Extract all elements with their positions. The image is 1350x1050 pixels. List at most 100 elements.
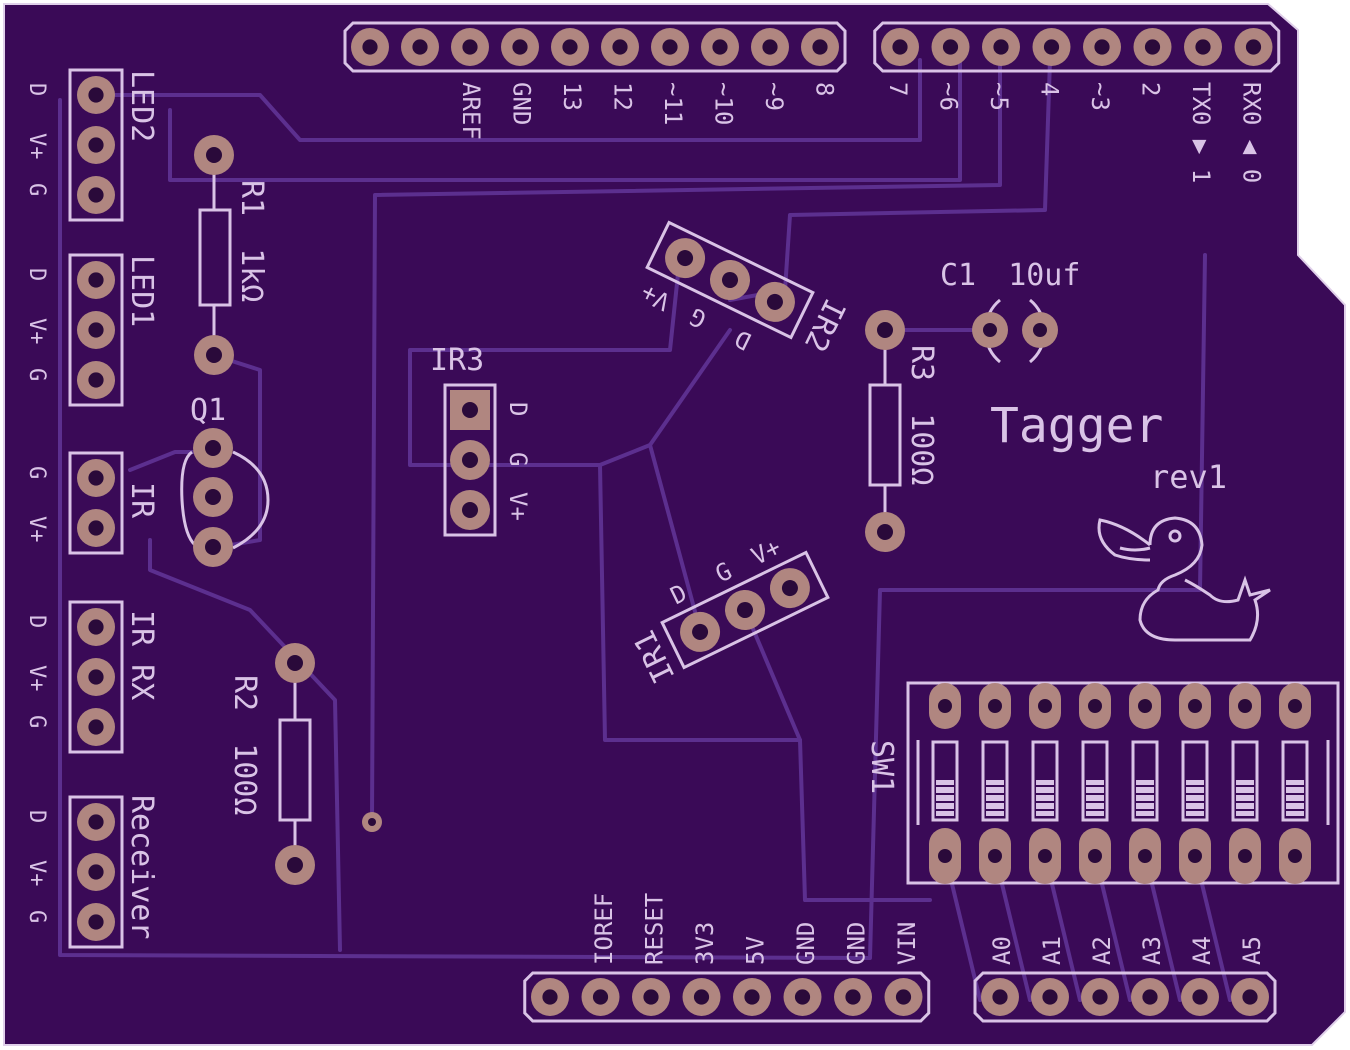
pin-label: 7	[884, 82, 912, 96]
switch-lever	[1236, 780, 1254, 816]
header-bottom-right-pin-pin-drill	[1042, 989, 1058, 1005]
connector-outline	[68, 68, 124, 222]
switch-slot	[981, 740, 1009, 822]
pin-label: IOREF	[590, 893, 618, 965]
dip-switch-position	[1079, 683, 1111, 884]
header-top-left	[343, 21, 847, 73]
header-top-left-pin-pin-drill	[412, 39, 428, 55]
ir3-ref: IR3	[430, 343, 484, 378]
header-bottom-left-pin-pin-drill	[643, 989, 659, 1005]
connector-pin-drill	[88, 87, 104, 103]
via	[362, 812, 382, 832]
svg-text:R2 100Ω: R2 100Ω	[227, 675, 262, 815]
connector-outline	[68, 253, 124, 407]
pin-label: 3V3	[691, 922, 719, 965]
connector-outline	[68, 795, 124, 949]
ir3-pin-d: D	[504, 402, 532, 416]
connector-pin-label: V+	[24, 318, 49, 345]
switch-lever	[1086, 780, 1104, 816]
connector-pin-label: V+	[24, 133, 49, 160]
header-top-left-pin-pin-drill	[712, 39, 728, 55]
header-bottom-left-pin-pin-drill	[744, 989, 760, 1005]
dip-switch-sw1: SW1	[864, 681, 1340, 885]
connector-ref: LED2	[124, 70, 159, 142]
pin-label: 4	[1036, 82, 1064, 96]
header-bottom-left	[523, 971, 931, 1023]
header-top-right-pin-pin-drill	[1043, 39, 1060, 55]
header-bottom-right-pin-pin-drill	[1092, 989, 1108, 1005]
pin-label: GND	[843, 922, 871, 965]
header-top-left-pin-pin-drill	[362, 39, 378, 55]
duck-logo-icon	[1097, 516, 1271, 642]
connector-ir2: D G V+ IR2	[636, 220, 852, 357]
header-bottom-left-pin-pin-drill	[845, 989, 861, 1005]
connector-ref: IR	[124, 482, 159, 519]
svg-text:R1 1kΩ: R1 1kΩ	[234, 180, 269, 302]
connector-outline	[68, 451, 124, 555]
pin-label: 2	[1137, 82, 1165, 96]
connector-ref: Receiver	[124, 795, 159, 940]
connector-pin-label: G	[24, 183, 49, 196]
header-bottom-right	[973, 971, 1277, 1023]
switch-slot	[1031, 740, 1059, 822]
header-top-right-pin-pin-drill	[1144, 39, 1161, 55]
pin-label: A2	[1088, 936, 1116, 965]
switch-lever	[1036, 780, 1054, 816]
header-top-left-pin-pin-drill	[762, 39, 778, 55]
pin-label: ~5	[985, 82, 1013, 111]
dip-switch-position	[1229, 683, 1261, 884]
pin-label: 8	[811, 82, 839, 96]
c1-value: 10uf	[1008, 258, 1080, 293]
header-top-left-pin-outline	[343, 21, 847, 73]
dip-switch-position	[1279, 683, 1311, 884]
r3-ref: R3	[904, 345, 939, 381]
connector-pin-drill	[88, 619, 104, 635]
connector-pin-drill	[88, 470, 104, 486]
header-top-right	[873, 21, 1281, 73]
connector-pin-drill	[88, 272, 104, 288]
connector-pin-drill	[88, 187, 104, 203]
connector-pin-label: D	[24, 268, 49, 281]
header-bottom-left-pin-pin-drill	[895, 989, 912, 1005]
pin-label: A1	[1038, 936, 1066, 965]
capacitor-c1: C1 10uf	[940, 258, 1080, 364]
header-top-left-pin-pin-drill	[512, 39, 528, 55]
pin-label: ~9	[760, 82, 788, 111]
svg-text:C1 10uf: C1 10uf	[940, 258, 1080, 293]
pin-label: A0	[988, 936, 1016, 965]
connector-pin-label: V+	[24, 665, 49, 692]
pin-label: VIN	[893, 922, 921, 965]
switch-slot	[1181, 740, 1209, 822]
header-top-right-pin-pin-drill	[1195, 39, 1211, 55]
connector-pin-label: G	[24, 910, 49, 923]
header-bottom-right-pin-pin-drill	[1242, 989, 1258, 1005]
dip-switch-position	[979, 683, 1011, 884]
r2-ref: R2	[227, 675, 262, 711]
board-outline	[3, 3, 1346, 1046]
connector-ir1: D G V+ IR1	[627, 533, 830, 688]
pin-label: ~6	[935, 82, 963, 111]
connector-pin-drill	[88, 814, 104, 830]
pin-label: ~11	[659, 82, 687, 125]
header-bottom-right-pin-pin-drill	[1192, 989, 1208, 1005]
connector-pin-drill	[88, 520, 104, 536]
connector-outline	[68, 600, 124, 754]
switch-lever	[986, 780, 1004, 816]
header-top-right-pin-outline	[873, 21, 1281, 73]
resistor-r1: R1 1kΩ	[194, 135, 269, 375]
r3-value: 100Ω	[904, 413, 939, 485]
header-bottom-right-pin-outline	[973, 971, 1277, 1023]
header-bottom-right-pin-pin-drill	[1142, 989, 1158, 1005]
ir3-pin-g: G	[504, 452, 532, 466]
pin-label: RX0 ◀ 0	[1238, 82, 1266, 183]
dip-switch-position	[1129, 683, 1161, 884]
connector-pin-drill	[88, 719, 104, 735]
pin-label: 13	[558, 82, 586, 111]
header-top-left-pin-pin-drill	[812, 39, 828, 55]
connector-pin-drill	[88, 669, 104, 685]
